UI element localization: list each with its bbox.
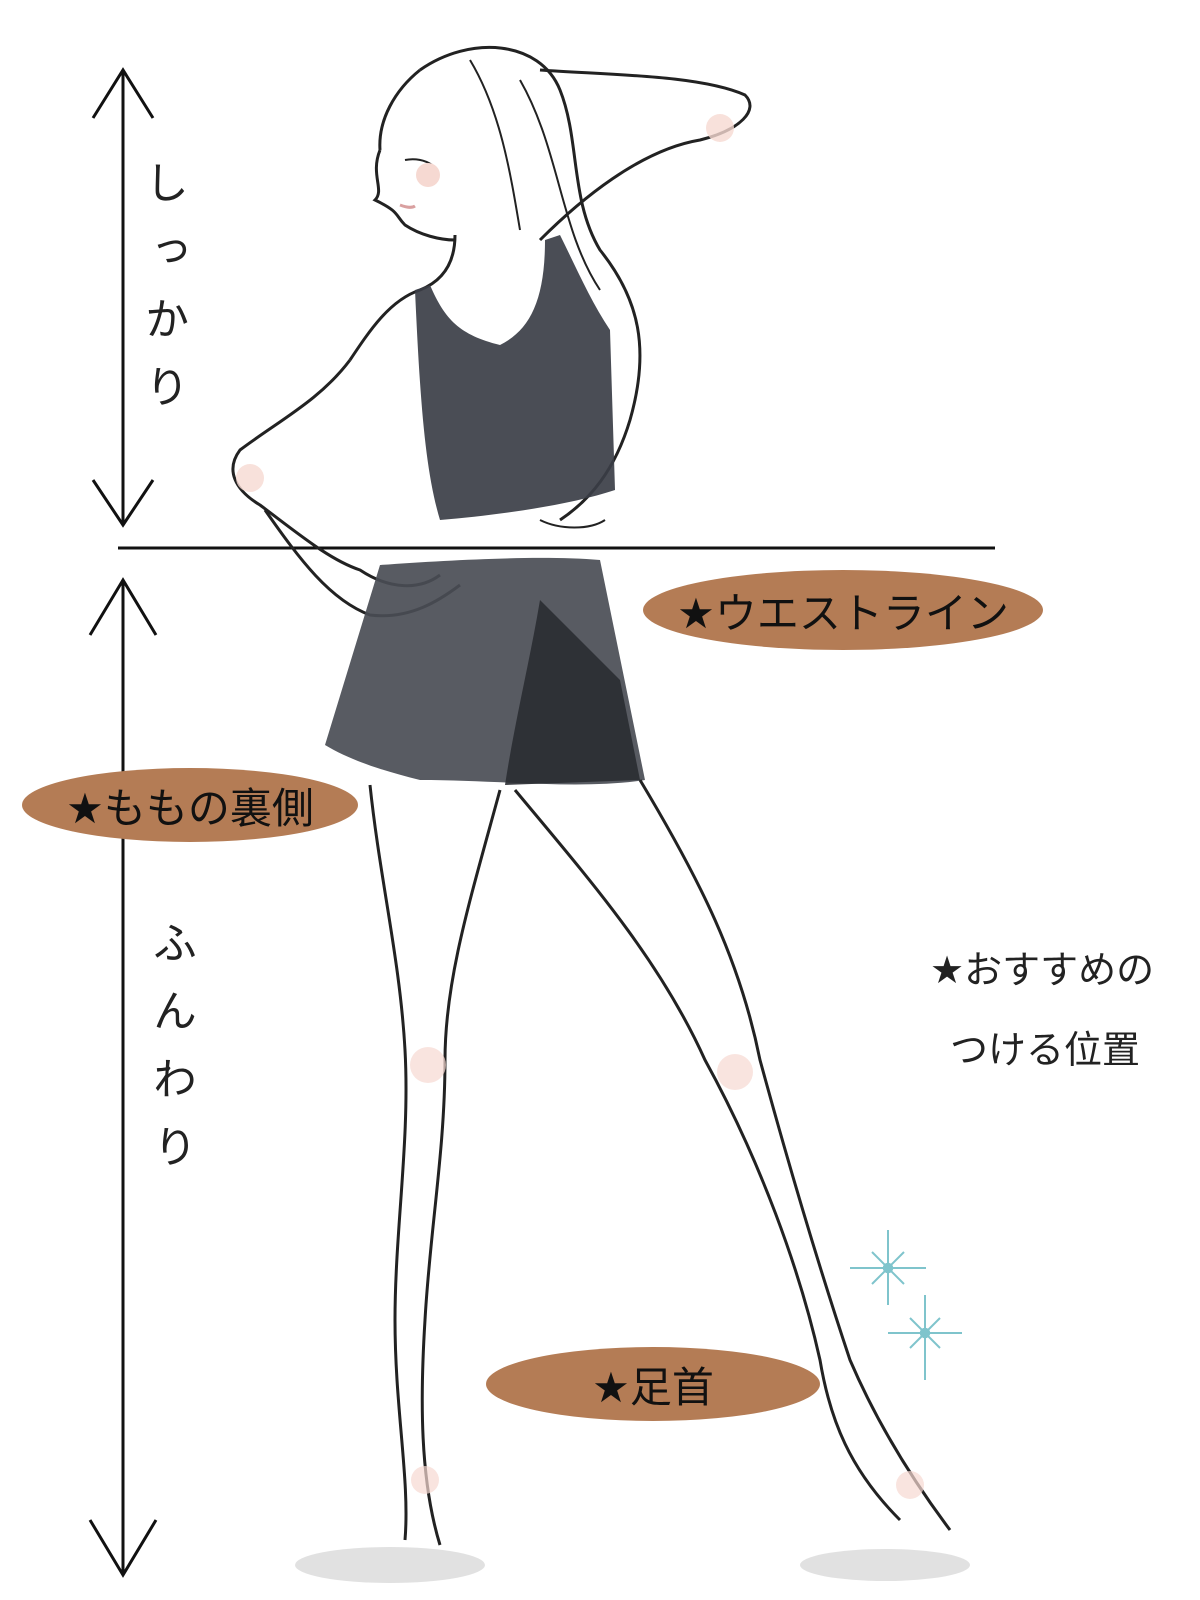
arrow-bottom: [88, 577, 158, 1578]
firm-label: しっかり: [137, 160, 188, 432]
sparkle-icon: [850, 1230, 962, 1380]
ankle-tag: ★足首: [486, 1347, 820, 1421]
note-line-1: ★おすすめの: [930, 948, 1155, 992]
ankle-tag-label: ★足首: [592, 1362, 714, 1412]
waist-tag-label: ★ウエストライン: [677, 588, 1009, 638]
soft-label: ふんわり: [145, 920, 196, 1192]
waist-tag: ★ウエストライン: [643, 570, 1043, 650]
recommendation-note: ★おすすめの つける位置: [930, 930, 1154, 1090]
thigh-tag-label: ★ももの裏側: [66, 783, 314, 833]
thigh-tag: ★ももの裏側: [22, 768, 358, 842]
note-line-2: つける位置: [950, 1028, 1141, 1072]
figure: [231, 45, 970, 1583]
arrow-top: [91, 67, 155, 528]
